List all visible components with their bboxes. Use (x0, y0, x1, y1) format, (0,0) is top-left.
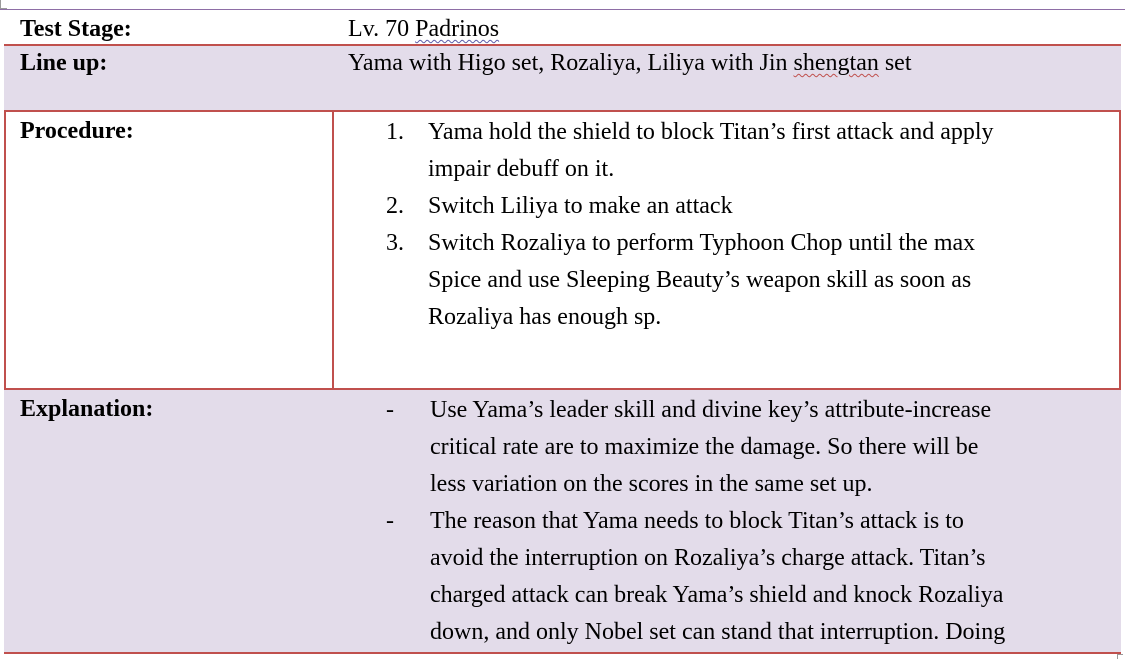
step-number: 2. (386, 193, 404, 219)
row-divider (4, 44, 1121, 46)
test-stage-value-prefix: Lv. 70 (348, 16, 416, 42)
text-boundary-mark (1117, 654, 1123, 659)
point-line: critical rate are to maximize the damage… (430, 434, 979, 460)
point-line: less variation on the scores in the same… (430, 471, 873, 497)
step-number: 1. (386, 119, 404, 145)
step-line: Switch Liliya to make an attack (428, 193, 733, 219)
point-line: charged attack can break Yama’s shield a… (430, 582, 1004, 608)
test-stage-value: Lv. 70 Padrinos (348, 14, 499, 44)
line-up-label: Line up: (20, 50, 108, 76)
procedure-label: Procedure: (20, 118, 134, 144)
bullet-dash: - (386, 508, 394, 534)
test-stage-label: Test Stage: (20, 16, 132, 42)
step-line: Rozaliya has enough sp. (428, 304, 662, 330)
point-line: down, and only Nobel set can stand that … (430, 619, 1006, 645)
point-line: avoid the interruption on Rozaliya’s cha… (430, 545, 986, 571)
step-line: Spice and use Sleeping Beauty’s weapon s… (428, 267, 972, 293)
table-top-rule (0, 9, 1125, 10)
step-line: impair debuff on it. (428, 156, 615, 182)
bullet-dash: - (386, 397, 394, 423)
text-boundary-mark (0, 0, 7, 9)
line-up-value-spellcheck: shengtan (793, 50, 879, 76)
step-line: Switch Rozaliya to perform Typhoon Chop … (428, 230, 976, 256)
column-divider (332, 112, 334, 388)
row-explanation: Explanation: - Use Yama’s leader skill a… (4, 390, 1121, 652)
step-line: Yama hold the shield to block Titan’s fi… (428, 119, 994, 145)
test-stage-value-spellcheck: Padrinos (415, 16, 500, 42)
line-up-value-prefix: Yama with Higo set, Rozaliya, Liliya wit… (348, 50, 794, 76)
point-line: The reason that Yama needs to block Tita… (430, 508, 964, 534)
point-line: Use Yama’s leader skill and divine key’s… (430, 397, 992, 423)
row-line-up: Line up: Yama with Higo set, Rozaliya, L… (4, 46, 1121, 110)
step-number: 3. (386, 230, 404, 256)
line-up-value-suffix: set (878, 50, 912, 76)
explanation-label: Explanation: (20, 396, 154, 422)
row-procedure: Procedure: 1. Yama hold the shield to bl… (4, 110, 1121, 390)
row-test-stage: Test Stage: Lv. 70 Padrinos (4, 10, 1121, 44)
row-divider (4, 652, 1121, 654)
line-up-value: Yama with Higo set, Rozaliya, Liliya wit… (348, 48, 912, 78)
